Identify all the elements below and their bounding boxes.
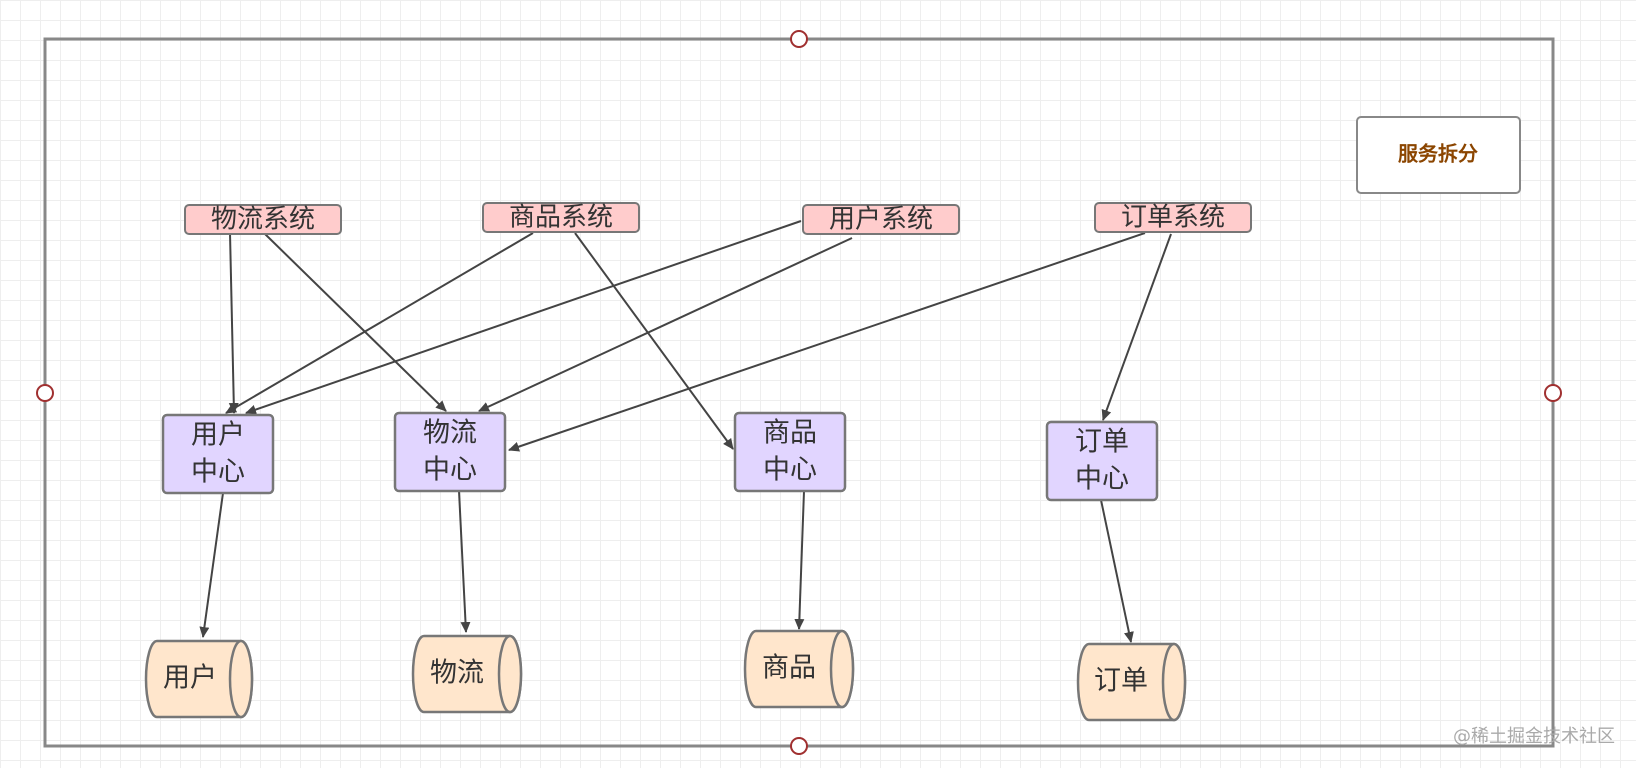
- arrow-user-sys-to-logistics-center[interactable]: [478, 237, 853, 412]
- diagram-title: 服务拆分: [1398, 142, 1478, 166]
- arrow-user-center-to-user-db[interactable]: [199, 492, 224, 638]
- center-to-database-arrows: [199, 490, 1134, 643]
- system-label: 商品系统: [509, 203, 613, 233]
- system-node-order[interactable]: 订单系统: [1094, 202, 1252, 233]
- arrow-product-center-to-product-db[interactable]: [794, 490, 805, 630]
- center-node-product[interactable]: 商品 中心: [733, 411, 847, 493]
- center-label-line1: 订单: [1075, 427, 1129, 458]
- arrow-order-center-to-order-db[interactable]: [1100, 499, 1134, 643]
- system-node-logistics[interactable]: 物流系统: [184, 204, 342, 235]
- center-node-user[interactable]: 用户 中心: [161, 413, 275, 495]
- arrow-product-sys-to-product-center[interactable]: [574, 232, 734, 450]
- center-label-line2: 中心: [763, 455, 817, 486]
- system-node-user[interactable]: 用户系统: [802, 204, 960, 235]
- system-node-product[interactable]: 商品系统: [482, 202, 640, 233]
- arrow-logistics-sys-to-user-center[interactable]: [228, 232, 239, 414]
- resize-handle-left[interactable]: [36, 384, 54, 402]
- resize-handle-right[interactable]: [1544, 384, 1562, 402]
- diagram-title-box[interactable]: 服务拆分: [1356, 116, 1521, 194]
- system-label: 用户系统: [829, 205, 933, 235]
- arrow-user-sys-to-user-center[interactable]: [245, 220, 802, 415]
- center-label-line2: 中心: [1075, 464, 1129, 495]
- resize-handle-bottom[interactable]: [790, 737, 808, 755]
- center-label-line1: 用户: [191, 420, 245, 451]
- system-label: 订单系统: [1121, 203, 1225, 233]
- center-node-order[interactable]: 订单 中心: [1045, 420, 1159, 502]
- arrow-logistics-center-to-logistics-db[interactable]: [458, 490, 471, 633]
- database-node-user[interactable]: 用户: [144, 639, 254, 719]
- database-label: 订单: [1094, 666, 1148, 697]
- watermark: @稀土掘金技术社区: [1453, 726, 1615, 747]
- system-to-center-arrows: [225, 220, 1172, 452]
- arrow-logistics-sys-to-logistics-center[interactable]: [264, 233, 447, 412]
- database-node-product[interactable]: 商品: [743, 629, 855, 709]
- database-node-order[interactable]: 订单: [1076, 642, 1187, 722]
- database-label: 商品: [762, 653, 816, 684]
- arrow-order-sys-to-logistics-center[interactable]: [508, 232, 1146, 452]
- database-label: 用户: [163, 663, 217, 694]
- resize-handle-top[interactable]: [790, 30, 808, 48]
- database-label: 物流: [430, 658, 484, 689]
- center-node-logistics[interactable]: 物流 中心: [393, 411, 507, 493]
- arrow-order-sys-to-order-center[interactable]: [1101, 233, 1172, 421]
- center-label-line2: 中心: [423, 455, 477, 486]
- center-label-line1: 物流: [423, 418, 477, 449]
- database-node-logistics[interactable]: 物流: [411, 634, 523, 714]
- center-label-line1: 商品: [763, 418, 817, 449]
- system-label: 物流系统: [211, 205, 315, 235]
- arrow-product-sys-to-user-center[interactable]: [225, 232, 534, 414]
- center-label-line2: 中心: [191, 457, 245, 488]
